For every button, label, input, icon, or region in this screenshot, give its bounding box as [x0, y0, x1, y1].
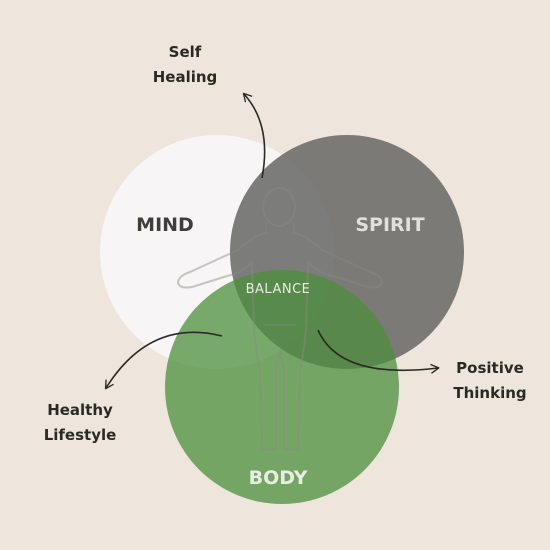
self-healing-callout: Self Healing [110, 40, 260, 90]
positive-thinking-line1: Positive [456, 359, 524, 377]
self-healing-line1: Self [168, 43, 202, 61]
healthy-lifestyle-arrow [104, 331, 223, 390]
healthy-lifestyle-callout: Healthy Lifestyle [20, 398, 140, 448]
healthy-lifestyle-line1: Healthy [47, 401, 113, 419]
self-healing-arrow [242, 92, 266, 179]
body-label: BODY [249, 467, 308, 489]
balance-label: BALANCE [246, 282, 311, 297]
body-circle [165, 270, 399, 504]
self-healing-line2: Healing [152, 68, 218, 86]
spirit-label: SPIRIT [355, 214, 424, 236]
positive-thinking-line2: Thinking [453, 384, 527, 402]
positive-thinking-arrow [317, 329, 440, 374]
positive-thinking-callout: Positive Thinking [440, 356, 540, 406]
healthy-lifestyle-line2: Lifestyle [43, 426, 117, 444]
human-figure-icon [177, 187, 383, 451]
mind-label: MIND [136, 214, 194, 236]
